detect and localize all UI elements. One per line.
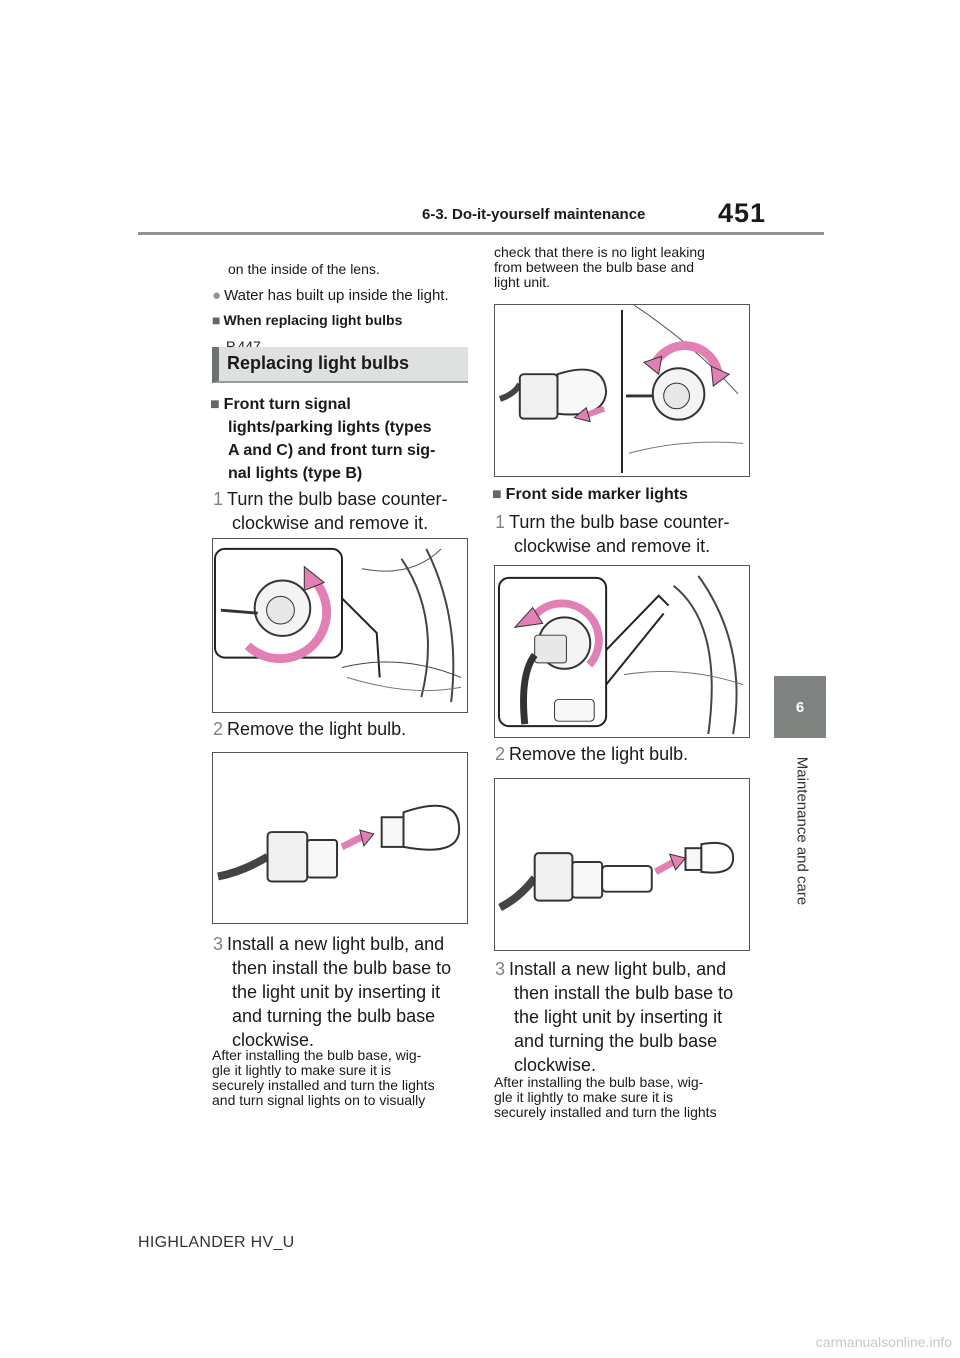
step-text: clockwise. — [232, 1030, 315, 1050]
subhead-front-side-marker: ■Front side marker lights — [492, 483, 688, 506]
right-note: After installing the bulb base, wig- gle… — [494, 1075, 717, 1120]
note-line: gle it lightly to make sure it is — [494, 1089, 673, 1105]
subhead-line: nal lights (type B) — [228, 465, 363, 482]
note-line: After installing the bulb base, wig- — [494, 1074, 704, 1090]
square-bullet-icon: ■ — [210, 396, 220, 413]
step-number: 1 — [213, 489, 224, 509]
note-line: securely installed and turn the lights — [494, 1104, 717, 1120]
step-text: the light unit by inserting it — [232, 982, 441, 1002]
watermark: carmanualsonline.info — [815, 1334, 952, 1350]
note-line: gle it lightly to make sure it is — [212, 1062, 391, 1078]
note-line: check that there is no light leaking — [494, 244, 705, 260]
step-text: Remove the light bulb. — [509, 744, 689, 764]
left-note: After installing the bulb base, wig- gle… — [212, 1048, 435, 1108]
square-bullet-icon: ■ — [212, 312, 221, 328]
step-text: the light unit by inserting it — [514, 1007, 723, 1027]
subhead-line: A and C) and front turn sig- — [228, 442, 436, 459]
bullet-water: ●Water has built up inside the light. — [212, 287, 449, 305]
bullet-water-text: Water has built up inside the light. — [224, 287, 449, 304]
step-number: 1 — [495, 512, 506, 532]
step-text: Remove the light bulb. — [227, 719, 407, 739]
figure-turn-signal-remove-bulb — [212, 752, 468, 924]
step-text: clockwise. — [514, 1055, 597, 1075]
figure-check-light-leak — [494, 304, 750, 477]
step-text: then install the bulb base to — [514, 983, 734, 1003]
figure-side-marker-remove-base — [494, 565, 750, 738]
when-replacing-heading: ■When replacing light bulbs — [212, 311, 402, 329]
figure-side-marker-remove-bulb — [494, 778, 750, 951]
step-text: Install a new light bulb, and — [227, 934, 445, 954]
step-number: 2 — [213, 719, 224, 739]
note-line: securely installed and turn the lights — [212, 1077, 435, 1093]
step-text: and turning the bulb base — [232, 1006, 436, 1026]
step-text: clockwise and remove it. — [514, 536, 711, 556]
section-header: 6-3. Do-it-yourself maintenance — [422, 206, 646, 223]
chapter-label-text: Maintenance and care — [793, 756, 811, 906]
model-footer: HIGHLANDER HV_U — [138, 1234, 295, 1251]
chapter-label: Maintenance and care — [790, 746, 814, 916]
step-number: 3 — [213, 934, 224, 954]
header-rule — [138, 232, 824, 235]
bullet-dot-icon: ● — [212, 287, 222, 304]
step-number: 3 — [495, 959, 506, 979]
right-continued-text: check that there is no light leaking fro… — [494, 245, 705, 290]
section-title: Replacing light bulbs — [227, 353, 410, 373]
note-line: After installing the bulb base, wig- — [212, 1047, 422, 1063]
page-number: 451 — [718, 198, 767, 228]
figure-turn-signal-remove-base — [212, 538, 468, 713]
step-text: clockwise and remove it. — [232, 513, 429, 533]
note-line: light unit. — [494, 274, 551, 290]
subhead-line: Front turn signal — [223, 396, 351, 413]
step-text: Turn the bulb base counter- — [227, 489, 448, 509]
section-title-bar: Replacing light bulbs — [212, 347, 468, 383]
step-number: 2 — [495, 744, 506, 764]
square-bullet-icon: ■ — [492, 486, 502, 503]
chapter-tab: 6 — [774, 676, 826, 738]
step-text: Turn the bulb base counter- — [509, 512, 730, 532]
step-text: then install the bulb base to — [232, 958, 452, 978]
step-text: Install a new light bulb, and — [509, 959, 727, 979]
subhead-front-turn-signal: ■Front turn signal lights/parking lights… — [210, 393, 435, 485]
note-line: and turn signal lights on to visually — [212, 1092, 426, 1108]
note-line: from between the bulb base and — [494, 259, 695, 275]
subhead-line: lights/parking lights (types — [228, 419, 432, 436]
subhead-text: Front side marker lights — [505, 486, 688, 503]
step-text: and turning the bulb base — [514, 1031, 718, 1051]
continued-text: on the inside of the lens. — [228, 261, 380, 277]
when-replacing-text: When replacing light bulbs — [223, 312, 403, 328]
